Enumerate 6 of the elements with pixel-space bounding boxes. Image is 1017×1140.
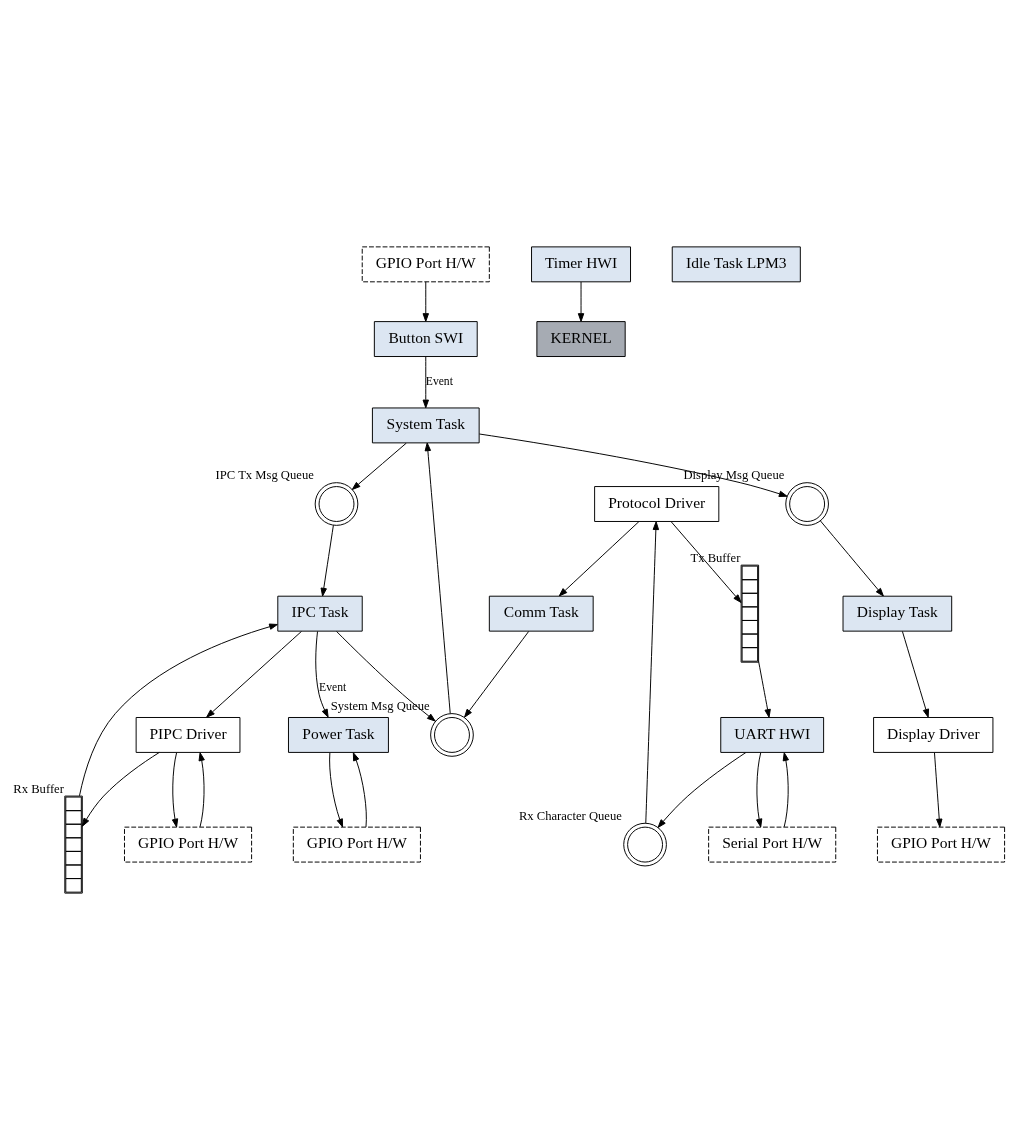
edge-label: Event [425,375,453,389]
node-label: Tx Buffer [690,550,741,565]
node-label: IPC Tx Msg Queue [215,468,314,483]
node-label: Rx Character Queue [518,808,622,823]
edge-label: Event [319,680,347,694]
node-label: Rx Buffer [13,781,64,796]
